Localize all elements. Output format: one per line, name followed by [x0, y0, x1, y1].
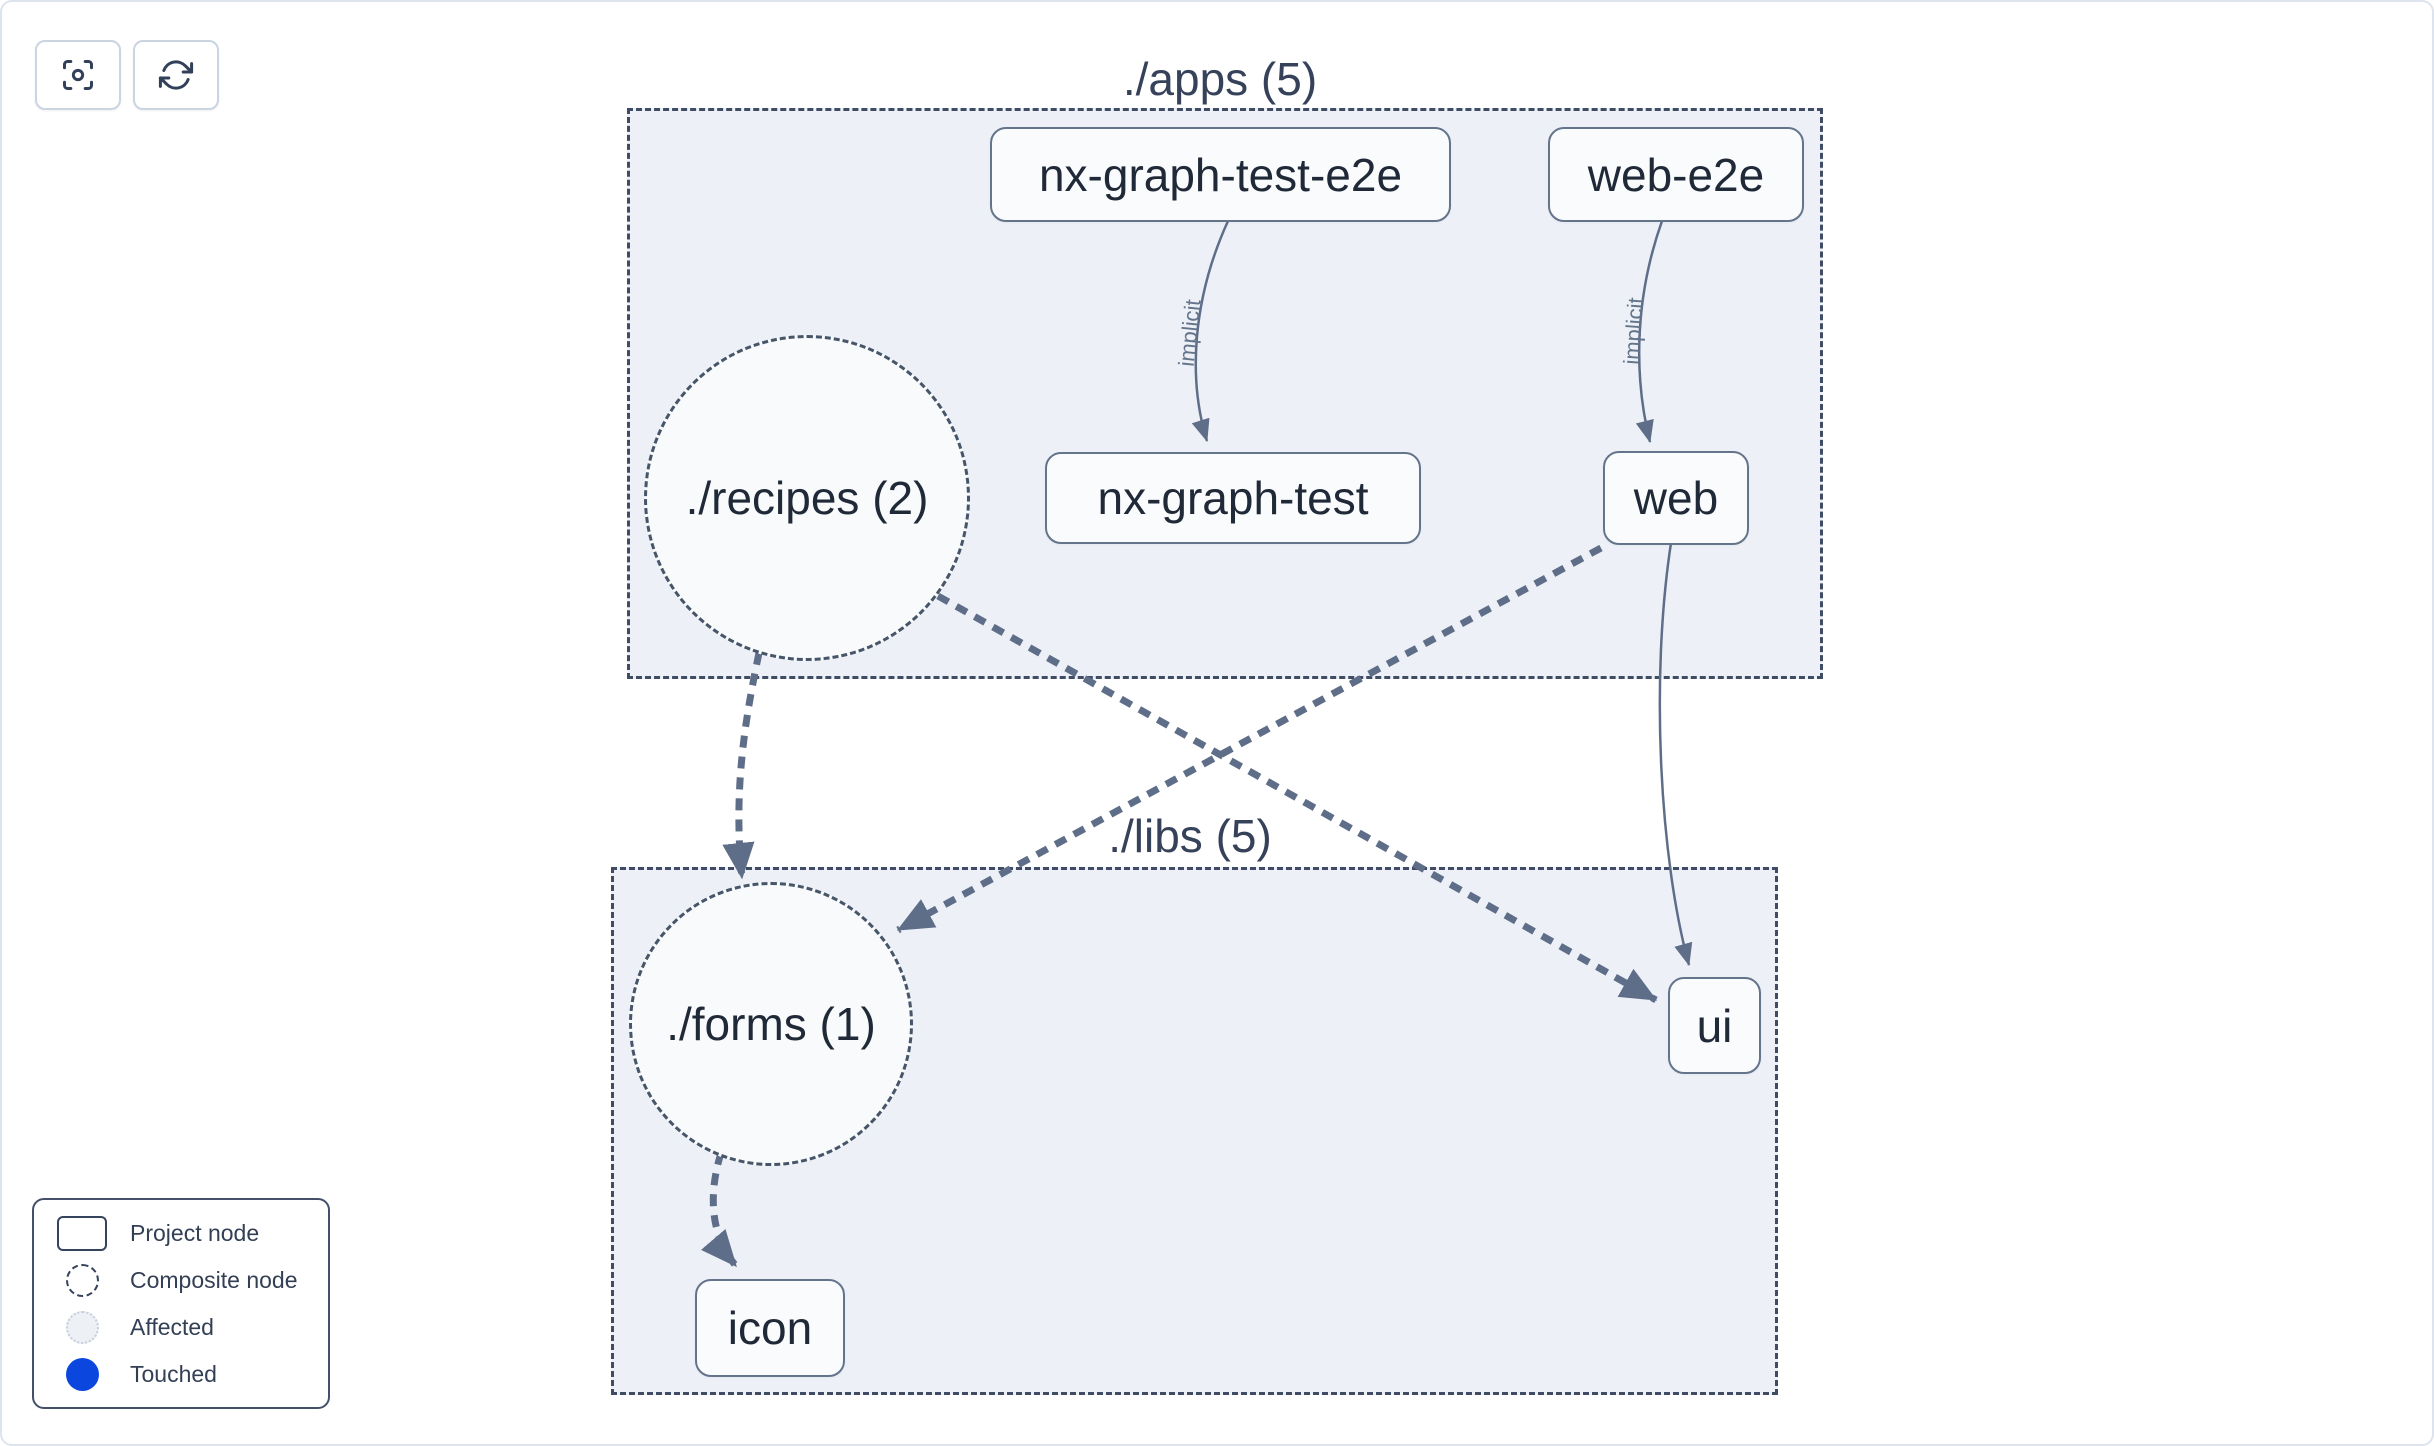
legend-label: Composite node — [130, 1266, 298, 1293]
composite-node-swatch — [65, 1263, 99, 1297]
edge-recipes-to-forms[interactable] — [722, 652, 763, 880]
focus-button[interactable] — [35, 40, 121, 110]
node-forms-composite[interactable]: ./forms (1) — [629, 882, 913, 1166]
node-nx-graph-test[interactable]: nx-graph-test — [1045, 452, 1421, 544]
legend: Project node Composite node Affected Tou… — [32, 1198, 330, 1409]
group-apps-title: ./apps (5) — [1122, 53, 1318, 105]
legend-label: Project node — [130, 1219, 260, 1246]
node-icon[interactable]: icon — [695, 1279, 845, 1377]
node-web[interactable]: web — [1603, 451, 1749, 545]
edge-web-to-forms[interactable] — [896, 544, 1603, 934]
edge-web-e2e-to-web[interactable] — [1635, 220, 1664, 443]
touched-swatch — [65, 1357, 99, 1391]
node-web-e2e[interactable]: web-e2e — [1548, 127, 1804, 222]
node-recipes-composite[interactable]: ./recipes (2) — [644, 335, 970, 661]
refresh-button[interactable] — [133, 40, 219, 110]
node-ui[interactable]: ui — [1668, 977, 1761, 1074]
edge-web-to-ui[interactable] — [1658, 542, 1693, 966]
legend-item-composite-node: Composite node — [34, 1257, 328, 1304]
refresh-icon — [158, 60, 194, 90]
legend-item-touched: Touched — [34, 1351, 328, 1398]
affected-swatch — [65, 1310, 99, 1344]
legend-item-affected: Affected — [34, 1304, 328, 1351]
legend-label: Touched — [130, 1360, 217, 1387]
focus-icon — [63, 60, 93, 90]
legend-item-project-node: Project node — [34, 1210, 328, 1257]
group-libs-title: ./libs (5) — [1108, 810, 1272, 862]
node-nx-graph-test-e2e[interactable]: nx-graph-test-e2e — [990, 127, 1451, 222]
legend-label: Affected — [130, 1313, 214, 1340]
edge-recipes-to-ui[interactable] — [936, 592, 1658, 1004]
edge-forms-to-icon[interactable] — [701, 1151, 739, 1269]
edge-nx-graph-test-e2e-to-nx-graph-test[interactable] — [1191, 220, 1230, 442]
project-node-swatch — [57, 1215, 107, 1251]
